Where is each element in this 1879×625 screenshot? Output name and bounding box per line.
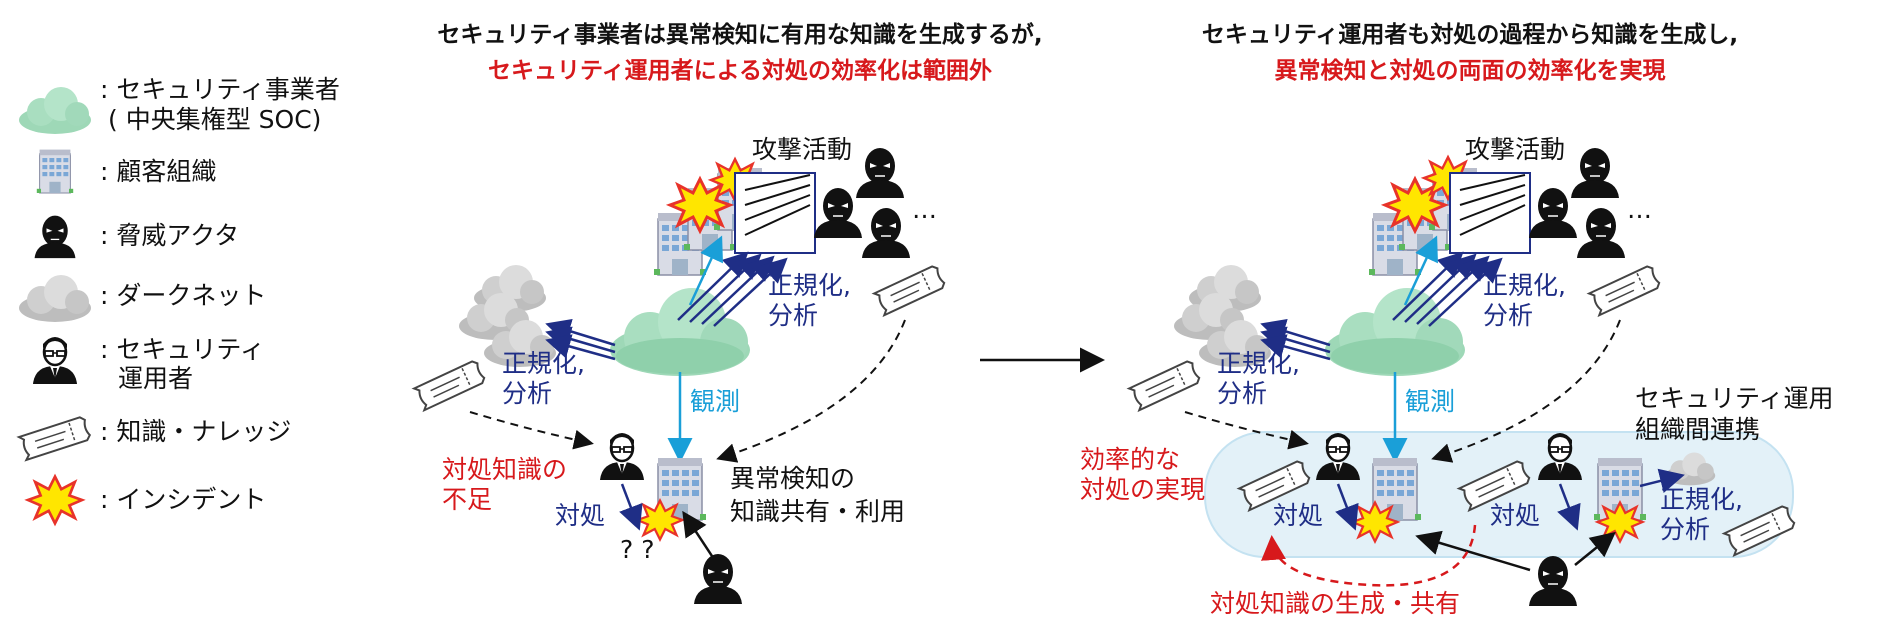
right-soc-cloud-icon: [1325, 288, 1465, 376]
left-respond-arrow: [619, 483, 643, 531]
right-normalize-left-line2: 分析: [1217, 379, 1267, 408]
legend-building-icon: [36, 149, 74, 194]
left-normalize-left-line2: 分析: [502, 379, 552, 408]
right-threat-icon-1: [1570, 147, 1620, 199]
left-dots: …: [912, 195, 937, 224]
right-local-normalize-line1: 正規化,: [1660, 485, 1743, 514]
right-dots: …: [1627, 195, 1652, 224]
left-normalize-right-line1: 正規化,: [768, 271, 851, 300]
left-dashed-arrow-from-ticket2: [716, 319, 906, 463]
left-operator-icon: [598, 431, 646, 482]
legend-operator-line2: 運用者: [118, 364, 193, 393]
left-dashed-arrow-from-ticket1: [469, 411, 594, 450]
left-share-line1: 異常検知の: [730, 464, 855, 493]
right-attack-label: 攻撃活動: [1465, 135, 1565, 164]
legend-soc-line2: ( 中央集権型 SOC): [108, 105, 321, 134]
right-attack-box: [1449, 172, 1531, 254]
right-respond-arrow-1: [1335, 483, 1359, 531]
right-local-normalize-line2: 分析: [1660, 515, 1710, 544]
right-normalize-arrows-up: [1392, 251, 1503, 327]
legend-darknet-icon: [19, 275, 91, 322]
right-cyan-up-arrow: [1403, 235, 1438, 306]
right-observe-label: 観測: [1405, 387, 1455, 416]
left-threat-icon-2: [813, 187, 863, 239]
right-threat-arrow-right: [1574, 531, 1616, 566]
left-threat-icon-3: [861, 207, 911, 259]
left-share-line2: 知識共有・利用: [730, 497, 905, 526]
right-generate-share-label: 対処知識の生成・共有: [1210, 589, 1460, 618]
left-header-line1: セキュリティ事業者は異常検知に有用な知識を生成するが,: [437, 21, 1042, 48]
left-attack-lines: [744, 174, 811, 236]
left-respond-label: 対処: [555, 501, 605, 530]
right-efficient-line2: 対処の実現: [1080, 475, 1205, 504]
left-attack-label: 攻撃活動: [752, 135, 852, 164]
left-normalize-right-line2: 分析: [768, 301, 818, 330]
right-normalize-right-line1: 正規化,: [1483, 271, 1566, 300]
legend-soc-cloud-icon: [19, 87, 91, 134]
right-threat-icon-bottom: [1528, 555, 1578, 607]
right-normalize-right-line2: 分析: [1483, 301, 1533, 330]
right-efficient-line1: 効率的な: [1080, 445, 1180, 474]
right-attack-lines: [1459, 174, 1526, 236]
left-threat-attack-arrow: [682, 510, 714, 557]
right-respond-label-1: 対処: [1273, 501, 1323, 530]
right-knowledge-ticket-1: [1128, 358, 1202, 412]
legend-soc-line1: : セキュリティ事業者: [100, 75, 340, 104]
right-knowledge-ticket-2: [1588, 263, 1662, 317]
right-collab-line2: 組織間連携: [1635, 415, 1760, 444]
legend-threat-icon: [33, 214, 77, 259]
legend-knowledge-label: : 知識・ナレッジ: [100, 417, 291, 446]
right-collab-line1: セキュリティ運用: [1635, 384, 1834, 413]
right-dashed-arrow-from-ticket1: [1184, 411, 1309, 450]
legend-darknet-label: : ダークネット: [100, 281, 266, 310]
right-threat-icon-2: [1528, 187, 1578, 239]
right-threat-icon-3: [1576, 207, 1626, 259]
left-knowledge-ticket-1: [413, 358, 487, 412]
right-dashed-arrow-from-ticket2: [1431, 319, 1621, 463]
legend-operator-icon: [31, 335, 79, 386]
right-panel: 攻撃活動 … 正規化, 分析 正規化, 分析: [1080, 135, 1834, 618]
legend-incident-icon: [26, 475, 84, 525]
right-knowledge-share-loop: [1261, 524, 1477, 587]
left-threat-icon-bottom: [693, 553, 743, 605]
left-normalize-arrows-up: [677, 251, 788, 327]
left-lack-line2: 不足: [442, 485, 492, 514]
left-cyan-up-arrow: [688, 235, 723, 306]
right-threat-arrow-left: [1415, 530, 1531, 572]
left-observe-label: 観測: [690, 387, 740, 416]
legend-building-label: : 顧客組織: [100, 157, 216, 186]
left-threat-icon-1: [855, 147, 905, 199]
left-normalize-arrows-left: [545, 318, 616, 361]
left-header-line2: セキュリティ運用者による対処の効率化は範囲外: [488, 57, 992, 84]
left-lack-line1: 対処知識の: [442, 455, 567, 484]
right-respond-arrow-2: [1557, 483, 1581, 531]
right-header-line2: 異常検知と対処の両面の効率化を実現: [1275, 57, 1666, 84]
right-local-normalize-arrow: [1639, 468, 1685, 493]
right-header-line1: セキュリティ運用者も対処の過程から知識を生成し,: [1202, 21, 1738, 48]
right-respond-label-2: 対処: [1490, 501, 1540, 530]
left-soc-cloud-icon: [610, 288, 750, 376]
legend-knowledge-icon: [17, 415, 93, 461]
legend-operator-line1: : セキュリティ: [100, 335, 265, 364]
right-normalize-left-line1: 正規化,: [1217, 349, 1300, 378]
legend-incident-label: : インシデント: [100, 485, 266, 514]
left-panel: 攻撃活動 … 正規化, 分析 正規化, 分析: [413, 135, 947, 605]
left-incident-icon-bottom: [636, 499, 684, 541]
right-incident-icon-bottom1: [1351, 501, 1399, 543]
left-normalize-left-line1: 正規化,: [502, 349, 585, 378]
left-attack-box: [734, 172, 816, 254]
right-normalize-arrows-left: [1260, 318, 1331, 361]
right-incident-icon-bottom2: [1596, 501, 1644, 543]
legend-threat-label: : 脅威アクタ: [100, 221, 239, 250]
left-knowledge-ticket-2: [873, 263, 947, 317]
left-question-marks: ? ?: [620, 535, 655, 564]
